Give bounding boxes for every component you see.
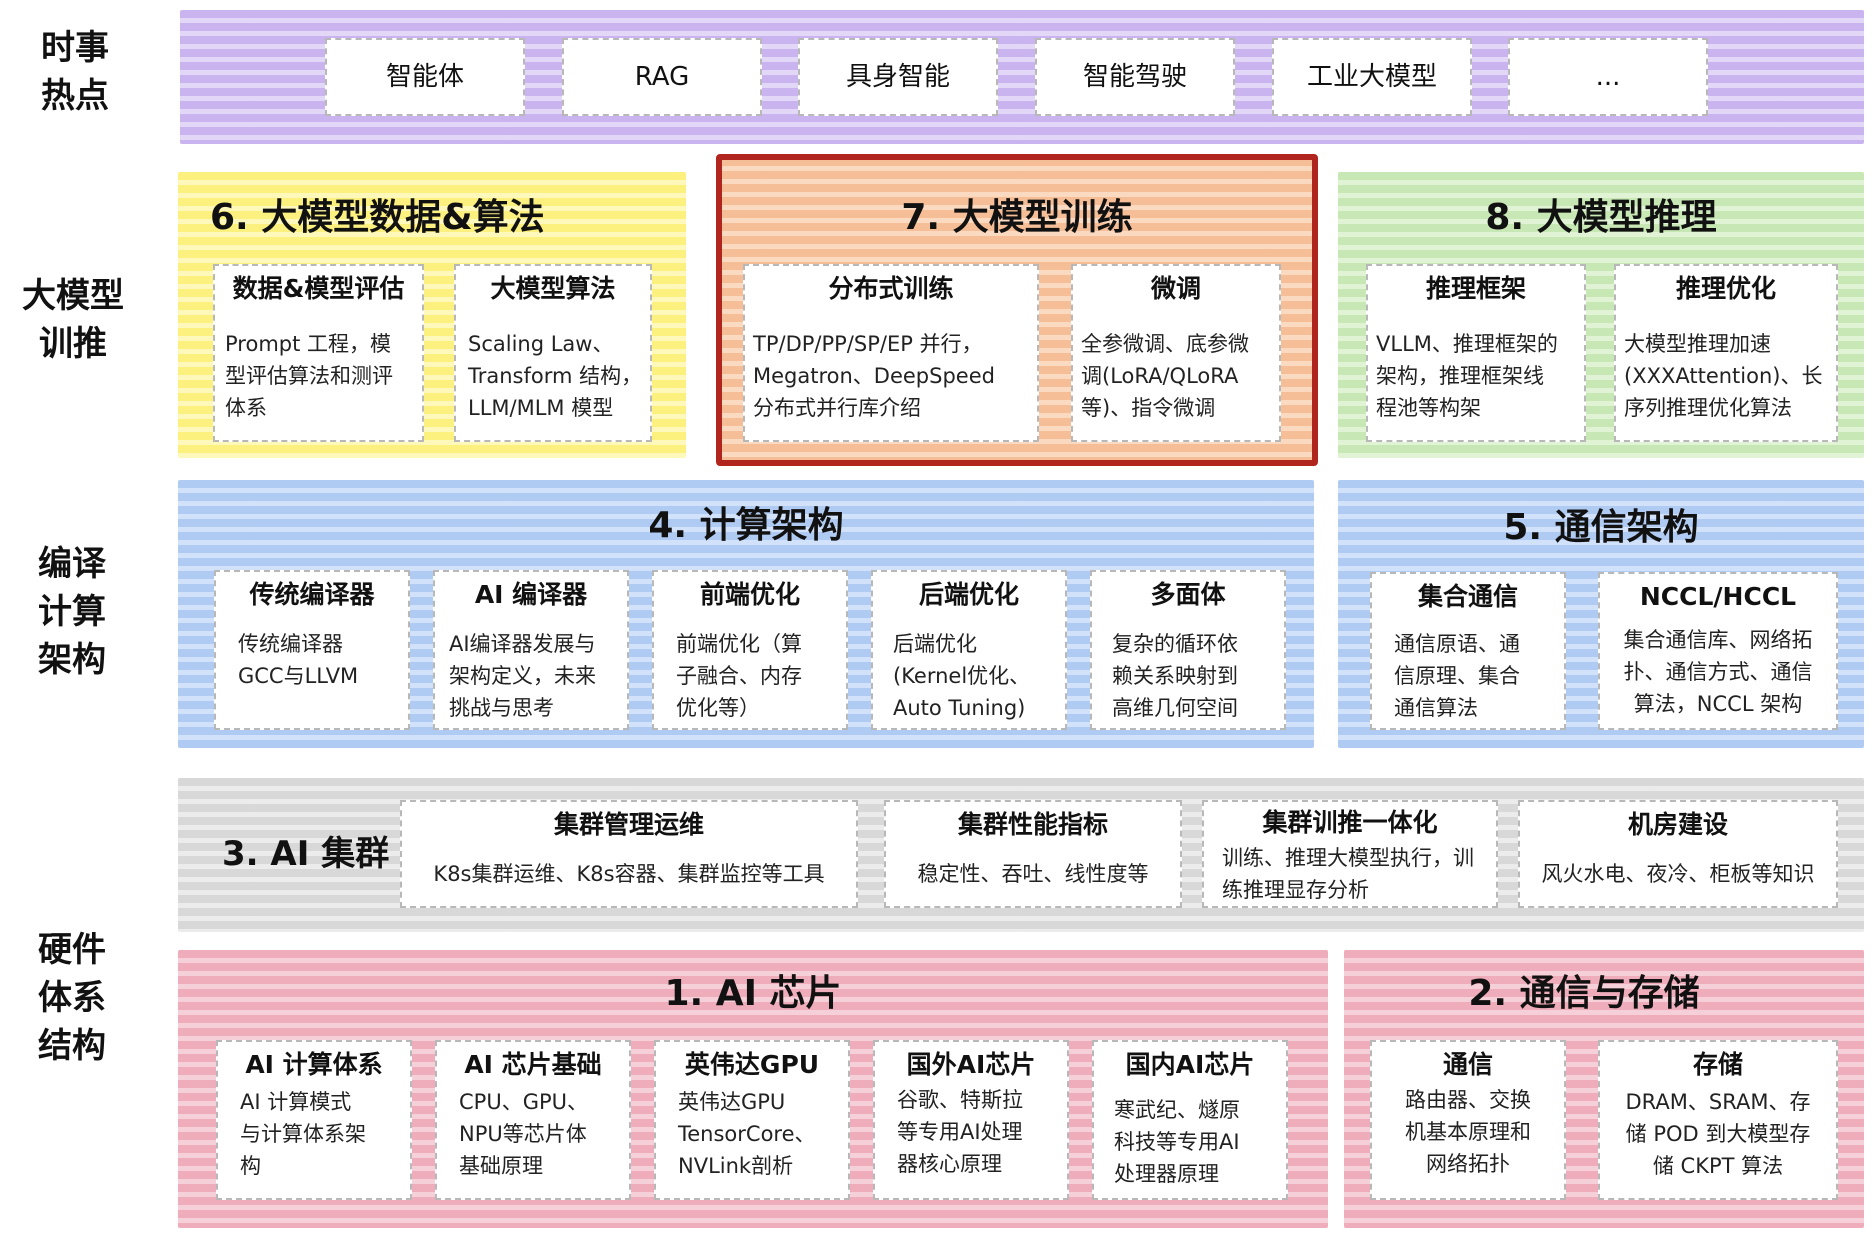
card-ai-chip-basics: AI 芯片基础 CPU、GPU、 NPU等芯片体 基础原理 [435, 1040, 631, 1200]
card-backend-optimization: 后端优化 后端优化 (Kernel优化、 Auto Tuning) [871, 570, 1067, 730]
card-title: 前端优化 [699, 580, 800, 609]
card-body: 英伟达GPU TensorCore、 NVLink剖析 [678, 1090, 816, 1178]
card-body: AI编译器发展与 架构定义，未来 挑战与思考 [449, 632, 596, 720]
card-body: 风火水电、夜冷、柜板等知识 [1541, 862, 1815, 886]
card-foreign-ai-chips: 国外AI芯片 谷歌、特斯拉 等专用AI处理 器核心原理 [873, 1040, 1069, 1200]
card-title: 大模型算法 [490, 274, 616, 303]
card-body: VLLM、推理框架的 架构，推理框架线 程池等构架 [1376, 332, 1558, 420]
card-body: TP/DP/PP/SP/EP 并行， Megatron、DeepSpeed 分布… [753, 332, 995, 420]
card-body: DRAM、SRAM、存 储 POD 到大模型存 储 CKPT 算法 [1625, 1090, 1811, 1178]
card-datacenter-build: 机房建设 风火水电、夜冷、柜板等知识 [1518, 800, 1838, 908]
card-title: 推理优化 [1675, 274, 1776, 303]
card-body: Scaling Law、 Transform 结构， LLM/MLM 模型 [468, 332, 643, 420]
card-body: 大模型推理加速 (XXXAttention)、长 序列推理优化算法 [1624, 332, 1823, 420]
row-label-large-model: 大模型 训推 [22, 276, 124, 364]
section-1-title: 1. AI 芯片 [664, 973, 842, 1014]
card-body: 前端优化（算 子融合、内存 优化等） [676, 632, 802, 720]
card-distributed-training: 分布式训练 TP/DP/PP/SP/EP 并行， Megatron、DeepSp… [743, 264, 1039, 442]
card-body: 训练、推理大模型执行，训 练推理显存分析 [1222, 846, 1474, 902]
card-title: 数据&模型评估 [232, 274, 405, 303]
row-label-hardware: 硬件 体系 结构 [38, 930, 106, 1066]
row-label-hot-topics: 时事 热点 [41, 28, 109, 116]
section-6-title: 6. 大模型数据&算法 [210, 197, 545, 238]
card-title: 集群管理运维 [553, 810, 704, 839]
card-inference-optimization: 推理优化 大模型推理加速 (XXXAttention)、长 序列推理优化算法 [1614, 264, 1838, 442]
card-body: 稳定性、吞吐、线性度等 [917, 862, 1149, 886]
card-body: 路由器、交换 机基本原理和 网络拓扑 [1405, 1088, 1531, 1176]
card-title: 集群性能指标 [957, 810, 1108, 839]
hot-topic-autonomous-driving: 智能驾驶 [1035, 38, 1235, 116]
card-title: 英伟达GPU [684, 1050, 820, 1079]
card-cluster-metrics: 集群性能指标 稳定性、吞吐、线性度等 [884, 800, 1182, 908]
card-domestic-ai-chips: 国内AI芯片 寒武纪、燧原 科技等专用AI 处理器原理 [1092, 1040, 1288, 1200]
card-title: 国外AI芯片 [906, 1050, 1036, 1079]
row-label-compile-arch: 编译 计算 架构 [38, 544, 106, 680]
card-ai-compute-system: AI 计算体系 AI 计算模式 与计算体系架 构 [216, 1040, 412, 1200]
card-inference-framework: 推理框架 VLLM、推理框架的 架构，推理框架线 程池等构架 [1366, 264, 1586, 442]
hot-topic-rag: RAG [562, 38, 762, 116]
card-body: 谷歌、特斯拉 等专用AI处理 器核心原理 [897, 1088, 1023, 1176]
card-ai-compiler: AI 编译器 AI编译器发展与 架构定义，未来 挑战与思考 [433, 570, 629, 730]
card-body: AI 计算模式 与计算体系架 构 [240, 1090, 366, 1178]
card-nccl-hccl: NCCL/HCCL 集合通信库、网络拓 扑、通信方式、通信 算法，NCCL 架构 [1598, 572, 1838, 730]
hot-topic-agent: 智能体 [325, 38, 525, 116]
card-title: 机房建设 [1627, 810, 1728, 839]
card-nvidia-gpu: 英伟达GPU 英伟达GPU TensorCore、 NVLink剖析 [654, 1040, 850, 1200]
card-cluster-ops: 集群管理运维 K8s集群运维、K8s容器、集群监控等工具 [400, 800, 858, 908]
card-title: 国内AI芯片 [1125, 1050, 1255, 1079]
section-7-highlight [716, 154, 1318, 466]
card-cluster-train-infer: 集群训推一体化 训练、推理大模型执行，训 练推理显存分析 [1202, 800, 1498, 908]
card-body: 复杂的循环依 赖关系映射到 高维几何空间 [1112, 632, 1238, 720]
card-body: 集合通信库、网络拓 扑、通信方式、通信 算法，NCCL 架构 [1623, 628, 1813, 716]
card-title: AI 芯片基础 [464, 1050, 602, 1079]
hot-topic-industrial-llm: 工业大模型 [1272, 38, 1472, 116]
card-collective-communication: 集合通信 通信原语、通 信原理、集合 通信算法 [1370, 572, 1566, 730]
card-body: 寒武纪、燧原 科技等专用AI 处理器原理 [1114, 1098, 1240, 1186]
card-traditional-compiler: 传统编译器 传统编译器 GCC与LLVM [214, 570, 410, 730]
card-title: AI 计算体系 [245, 1050, 383, 1079]
section-7-title: 7. 大模型训练 [901, 197, 1133, 238]
card-finetuning: 微调 全参微调、底参微 调(LoRA/QLoRA 等)、指令微调 [1071, 264, 1281, 442]
card-title: NCCL/HCCL [1639, 582, 1797, 611]
card-title: AI 编译器 [474, 580, 588, 609]
section-5-title: 5. 通信架构 [1503, 507, 1699, 548]
card-polyhedral: 多面体 复杂的循环依 赖关系映射到 高维几何空间 [1090, 570, 1286, 730]
hot-topic-more: ... [1508, 38, 1708, 116]
card-storage: 存储 DRAM、SRAM、存 储 POD 到大模型存 储 CKPT 算法 [1598, 1040, 1838, 1200]
card-body: 全参微调、底参微 调(LoRA/QLoRA 等)、指令微调 [1081, 332, 1249, 420]
card-title: 传统编译器 [249, 580, 375, 609]
card-body: 后端优化 (Kernel优化、 Auto Tuning) [893, 632, 1031, 720]
card-frontend-optimization: 前端优化 前端优化（算 子融合、内存 优化等） [652, 570, 848, 730]
card-title: 分布式训练 [828, 274, 954, 303]
card-title: 集群训推一体化 [1262, 808, 1438, 837]
card-title: 存储 [1692, 1050, 1743, 1079]
card-body: CPU、GPU、 NPU等芯片体 基础原理 [459, 1090, 589, 1178]
card-llm-algorithm: 大模型算法 Scaling Law、 Transform 结构， LLM/MLM… [454, 264, 652, 442]
card-body: Prompt 工程，模 型评估算法和测评 体系 [225, 332, 393, 420]
section-3-title: 3. AI 集群 [222, 834, 390, 874]
card-communication: 通信 路由器、交换 机基本原理和 网络拓扑 [1370, 1040, 1566, 1200]
card-title: 微调 [1150, 274, 1201, 303]
card-body: 通信原语、通 信原理、集合 通信算法 [1394, 632, 1520, 720]
card-title: 通信 [1442, 1050, 1493, 1079]
card-title: 后端优化 [918, 580, 1019, 609]
card-title: 多面体 [1150, 580, 1226, 609]
section-2-title: 2. 通信与存储 [1468, 973, 1700, 1014]
section-4-title: 4. 计算架构 [648, 505, 844, 546]
card-body: 传统编译器 GCC与LLVM [238, 632, 359, 688]
card-body: K8s集群运维、K8s容器、集群监控等工具 [433, 862, 825, 886]
section-8-title: 8. 大模型推理 [1485, 197, 1717, 238]
card-title: 集合通信 [1417, 582, 1518, 611]
hot-topic-embodied-ai: 具身智能 [798, 38, 998, 116]
card-title: 推理框架 [1425, 274, 1526, 303]
card-data-model-eval: 数据&模型评估 Prompt 工程，模 型评估算法和测评 体系 [213, 264, 424, 442]
